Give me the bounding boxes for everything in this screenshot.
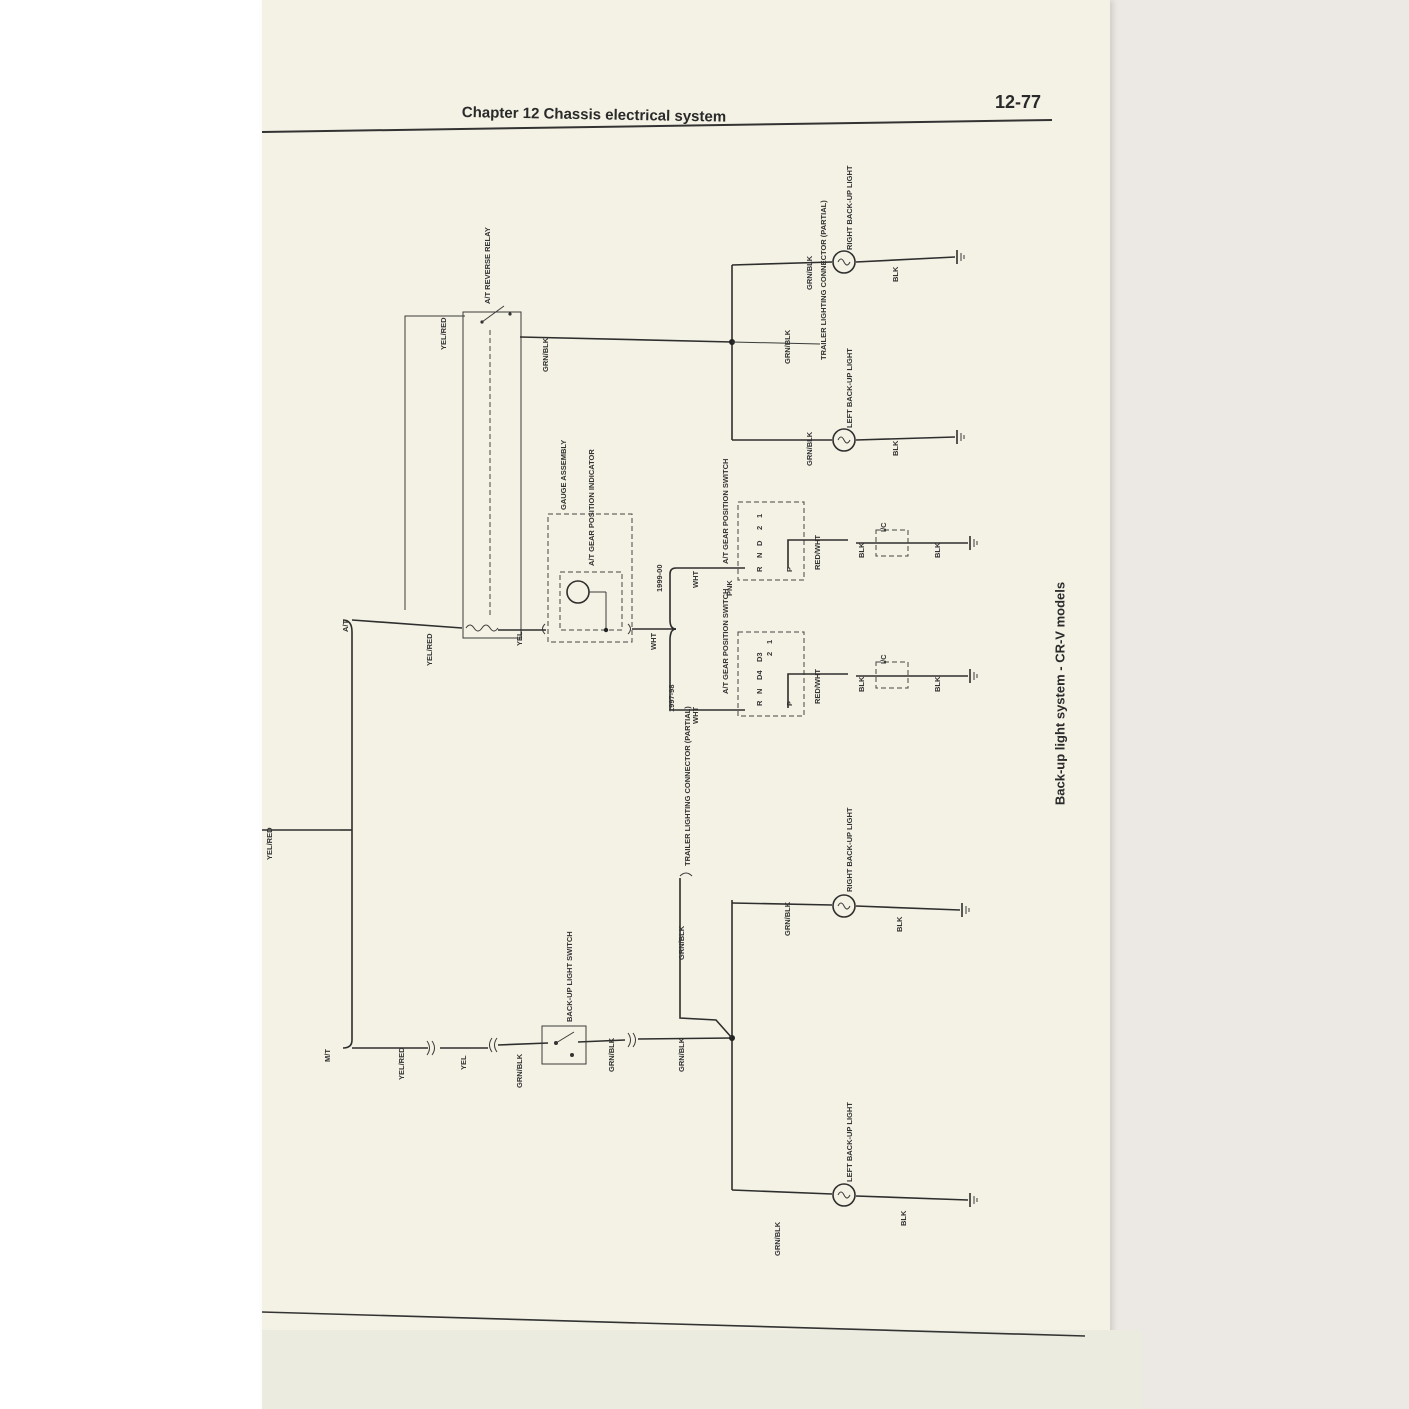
- switch-pos-p: P: [785, 701, 794, 706]
- at-upper-wiring: [498, 256, 956, 631]
- wire-label-grn-blk: GRN/BLK: [783, 329, 792, 364]
- wire-label-yel-red: YEL/RED: [425, 633, 434, 666]
- wire-label-wht: WHT: [649, 633, 658, 650]
- wire-label-grn-blk: GRN/BLK: [677, 925, 686, 960]
- wire-label-yel: YEL: [515, 631, 524, 646]
- switch-pos-n: N: [755, 553, 764, 558]
- wire-label-wht: WHT: [691, 707, 700, 724]
- gear-switch-1997-symbol: [737, 631, 968, 717]
- switch-pos-n: N: [755, 689, 764, 694]
- main-feed-wiring: [262, 619, 733, 1049]
- at-reverse-relay-symbol: [404, 305, 522, 639]
- gear-switch-1999-symbol: [737, 501, 968, 581]
- page-number: 12-77: [995, 92, 1042, 112]
- at-gear-indicator-label: A/T GEAR POSITION INDICATOR: [587, 449, 596, 566]
- wire-label-grn-blk: GRN/BLK: [783, 901, 792, 936]
- wire-label-grn-blk: GRN/BLK: [541, 337, 550, 372]
- wire-label-red-wht: RED/WHT: [813, 669, 822, 704]
- wire-label-wht: WHT: [691, 571, 700, 588]
- wire-label-blk: BLK: [891, 440, 900, 456]
- switch-pos-p: P: [785, 567, 794, 572]
- wire-label-yel-red: YEL/RED: [439, 317, 448, 350]
- year-label-1999-00: 1999-00: [655, 564, 664, 592]
- ground-icon: [969, 536, 978, 550]
- wire-label-blk: BLK: [933, 542, 942, 558]
- switch-pos-d3: D3: [755, 652, 764, 662]
- wire-connectors: [426, 623, 636, 1056]
- footer-rule: [261, 1311, 1086, 1337]
- upper-left-bulb-icon: [832, 428, 856, 452]
- wire-label-grn-blk: GRN/BLK: [607, 1037, 616, 1072]
- switch-pos-1: 1: [765, 640, 774, 644]
- switch-pos-2: 2: [755, 526, 764, 530]
- ground-icon: [969, 669, 978, 683]
- backup-switch-label: BACK-UP LIGHT SWITCH: [565, 931, 574, 1022]
- header-rule: [261, 119, 1053, 133]
- ground-icon: [969, 1193, 978, 1207]
- wire-label-mt: M/T: [323, 1049, 332, 1062]
- switch-pos-r: R: [755, 566, 764, 572]
- wire-label-blk: BLK: [857, 542, 866, 558]
- wire-label-blk: BLK: [899, 1210, 908, 1226]
- wire-label-at: A/T: [341, 620, 350, 633]
- wire-label-blk: BLK: [895, 916, 904, 932]
- lower-right-bulb-icon: [832, 894, 856, 918]
- wire-label-grn-blk: GRN/BLK: [773, 1221, 782, 1256]
- ground-icon: [961, 903, 970, 917]
- wire-label-grn-blk: GRN/BLK: [515, 1053, 524, 1088]
- trailer-connector-label: TRAILER LIGHTING CONNECTOR (PARTIAL): [683, 706, 692, 866]
- upper-right-bulb-icon: [832, 250, 856, 274]
- wire-label-blk: BLK: [933, 676, 942, 692]
- wire-label-yel-red: YEL/RED: [265, 827, 274, 860]
- at-gear-switch-label: A/T GEAR POSITION SWITCH: [721, 459, 730, 564]
- left-backup-light-label: LEFT BACK-UP LIGHT: [845, 1102, 854, 1182]
- right-backup-light-label: RIGHT BACK-UP LIGHT: [845, 165, 854, 250]
- switch-pos-1: 1: [755, 514, 764, 518]
- wire-label-blk: BLK: [857, 676, 866, 692]
- background-surface: [1110, 0, 1409, 1409]
- underlying-sheet: [262, 1330, 1142, 1409]
- ground-icon: [956, 430, 965, 444]
- lower-left-bulb-icon: [832, 1183, 856, 1207]
- left-backup-light-label: LEFT BACK-UP LIGHT: [845, 348, 854, 428]
- switch-pos-d: D: [755, 540, 764, 546]
- manual-page: [262, 0, 1110, 1409]
- switch-pos-d4: D4: [755, 670, 764, 680]
- wire-label-yel: YEL: [459, 1055, 468, 1070]
- ic-label: I/C: [879, 522, 888, 532]
- wire-label-grn-blk: GRN/BLK: [805, 431, 814, 466]
- at-mid-wiring: [632, 567, 745, 711]
- wire-label-pnk: PNK: [725, 580, 734, 596]
- right-backup-light-label: RIGHT BACK-UP LIGHT: [845, 807, 854, 892]
- wire-label-yel-red: YEL/RED: [397, 1047, 406, 1080]
- year-label-1997-98: 1997-98: [667, 684, 676, 712]
- at-reverse-relay-label: A/T REVERSE RELAY: [483, 227, 492, 304]
- wire-label-grn-blk: GRN/BLK: [805, 255, 814, 290]
- switch-pos-2: 2: [765, 652, 774, 656]
- gauge-assembly-symbol: [547, 513, 633, 643]
- wire-label-blk: BLK: [891, 266, 900, 282]
- trailer-connector-label: TRAILER LIGHTING CONNECTOR (PARTIAL): [819, 200, 828, 360]
- at-gear-switch-label: A/T GEAR POSITION SWITCH: [721, 589, 730, 694]
- wire-label-red-wht: RED/WHT: [813, 535, 822, 570]
- lower-light-harness: [679, 872, 969, 1201]
- gauge-assembly-label: GAUGE ASSEMBLY: [559, 440, 568, 510]
- switch-pos-r: R: [755, 700, 764, 706]
- wire-label-grn-blk: GRN/BLK: [677, 1037, 686, 1072]
- ground-icon: [956, 250, 965, 264]
- ic-label: I/C: [879, 654, 888, 664]
- backup-light-switch-symbol: [541, 1025, 587, 1065]
